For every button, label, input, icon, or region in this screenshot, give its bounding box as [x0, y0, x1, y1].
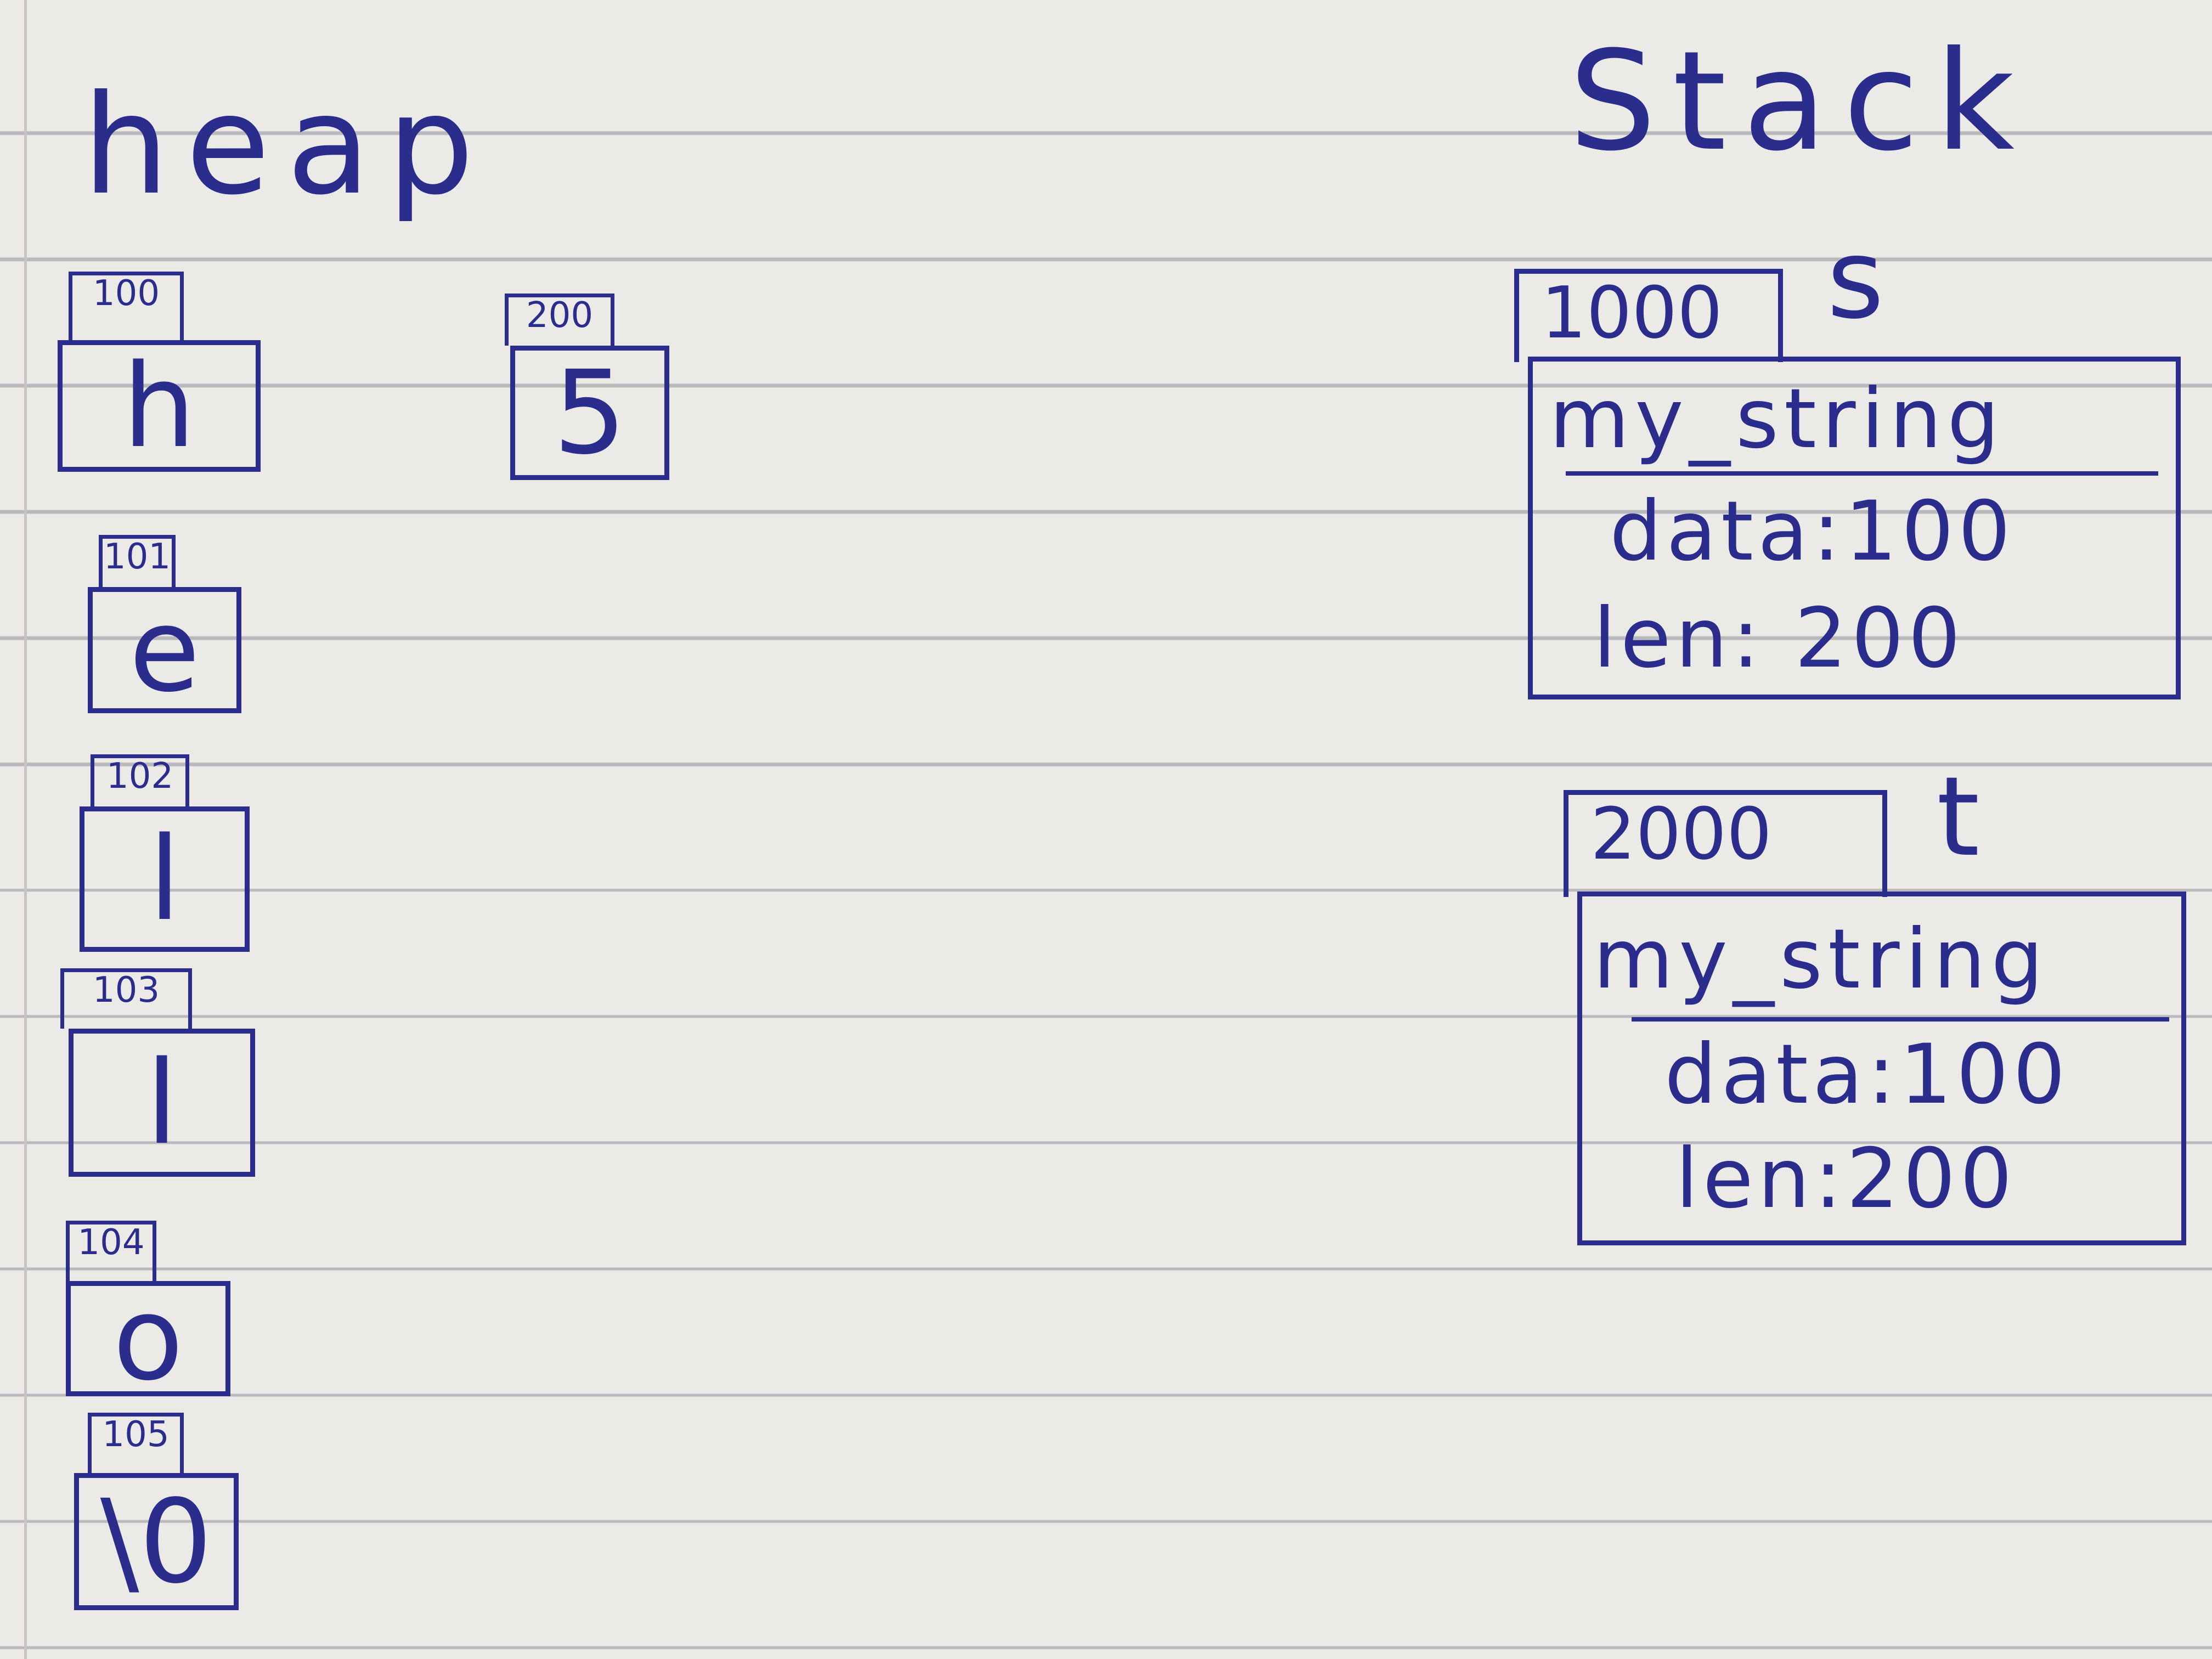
cell-value: l: [69, 1029, 255, 1177]
cell-value: e: [88, 583, 241, 718]
len-field: len: 200: [1593, 591, 1965, 686]
cell-value: \0: [74, 1473, 239, 1610]
type-underline: [1632, 1017, 2169, 1022]
struct-box: my_string data:100 len:200: [1577, 891, 2186, 1245]
address-label: 200: [505, 294, 614, 346]
cell-value: o: [66, 1272, 230, 1406]
address-label: 104: [66, 1221, 156, 1281]
struct-box: my_string data:100 len: 200: [1528, 357, 2181, 699]
address-label: 103: [60, 968, 192, 1029]
var-name: s: [1827, 216, 1884, 343]
data-field: data:100: [1664, 1027, 2070, 1122]
data-field: data:100: [1610, 484, 2015, 579]
address-label: 1000: [1514, 269, 1783, 362]
cell-value: h: [58, 339, 261, 473]
address-label: 101: [99, 535, 176, 587]
address-label: 102: [91, 754, 189, 806]
address-label: 105: [88, 1413, 184, 1473]
cell-value: l: [80, 806, 250, 952]
struct-type: my_string: [1549, 371, 2005, 467]
type-underline: [1566, 471, 2158, 476]
var-name: t: [1937, 753, 1980, 881]
margin-line: [24, 0, 27, 1659]
stack-title: Stack: [1569, 21, 2032, 181]
address-label: 100: [69, 272, 184, 340]
cell-value: 5: [510, 346, 669, 480]
address-label: 2000: [1564, 790, 1887, 897]
len-field: len:200: [1675, 1131, 2017, 1227]
heap-title: heap: [82, 65, 491, 225]
struct-type: my_string: [1593, 912, 2049, 1007]
